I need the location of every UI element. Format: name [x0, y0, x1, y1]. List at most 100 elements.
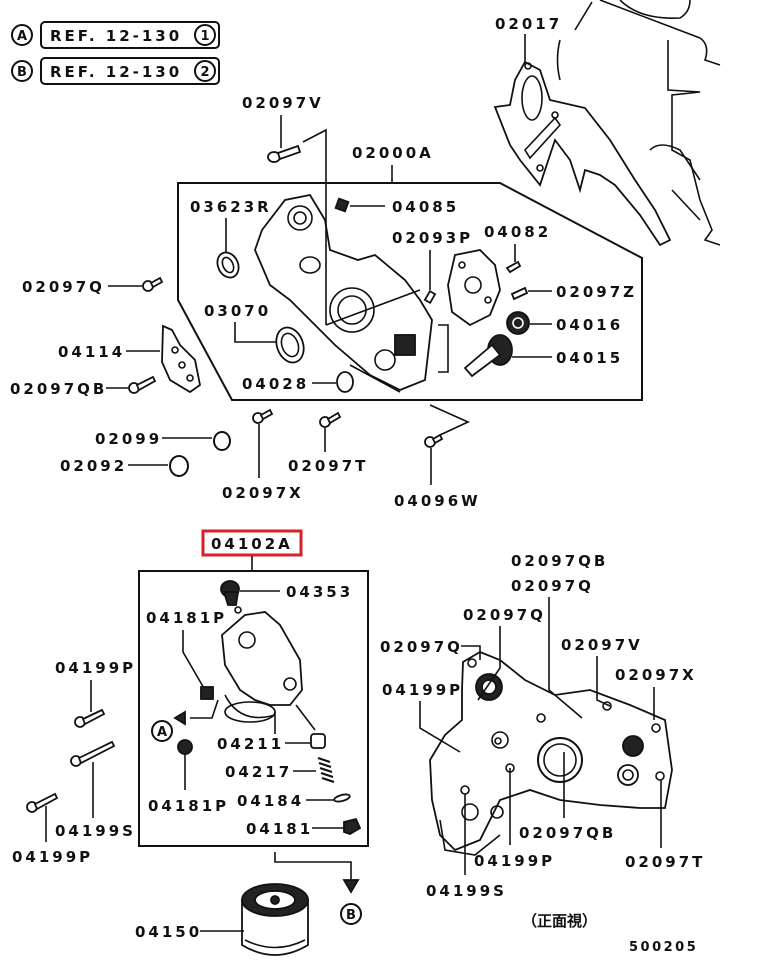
gasket-02092[interactable] [169, 455, 189, 477]
gear-shaft-04015[interactable] [463, 334, 513, 378]
label-04114: 04114 [58, 343, 125, 361]
marker-a-pump[interactable]: A [157, 725, 167, 740]
seal-03070[interactable] [272, 324, 309, 367]
label-04199S: 04199S [55, 822, 136, 840]
label-fv-02097X: 02097X [615, 666, 697, 684]
front-case-02000A[interactable] [254, 185, 433, 393]
oil-filter-04150[interactable] [241, 883, 309, 956]
label-fv-02097Q-b: 02097Q [463, 606, 546, 624]
label-04102A[interactable]: 04102A [211, 535, 293, 553]
label-04181P-bot: 04181P [148, 797, 229, 815]
label-04096W: 04096W [394, 492, 481, 510]
label-fv-02097QB-top: 02097QB [511, 552, 608, 570]
reference-b-box [40, 57, 220, 85]
bolt-02097QB[interactable] [128, 375, 157, 394]
plunger-04211[interactable] [310, 733, 326, 749]
assembly-02000A-frame [177, 182, 643, 401]
figure-number: 500205 [629, 940, 698, 955]
leader-fv-02097Q-c [461, 645, 481, 660]
label-03070: 03070 [204, 302, 271, 320]
plug-04181[interactable] [343, 817, 362, 835]
label-04217: 04217 [225, 763, 292, 781]
spring-04217[interactable] [317, 757, 335, 783]
arrow-to-a-icon [173, 710, 186, 726]
reference-b[interactable]: B REF. 12-130 2 [11, 57, 220, 85]
plug-04181P-bot[interactable] [177, 739, 193, 755]
label-02092: 02092 [60, 457, 127, 475]
seal-03623R[interactable] [213, 249, 242, 281]
bolt-04096W[interactable] [424, 433, 444, 448]
bolt-02097Q[interactable] [142, 276, 164, 292]
label-fv-04199P-bot: 04199P [474, 852, 555, 870]
pin-02093P[interactable] [423, 289, 437, 305]
label-fv-02097QB-bot: 02097QB [519, 824, 616, 842]
reference-a-box [40, 21, 220, 49]
label-fv-02097V: 02097V [561, 636, 643, 654]
label-04028: 04028 [242, 375, 309, 393]
bolt-02097V[interactable] [267, 144, 302, 163]
front-view-caption: （正面視） [522, 912, 597, 930]
front-case-front-view[interactable] [429, 651, 673, 856]
arrow-to-b-line [274, 852, 352, 880]
ring-02099[interactable] [213, 431, 231, 451]
reference-b-num-circle [194, 60, 216, 82]
plug-04181P-top[interactable] [200, 686, 214, 700]
leader-fv-04199P-left [419, 701, 461, 753]
label-02017: 02017 [495, 15, 562, 33]
reference-a-num: 1 [200, 29, 209, 44]
part-02017-gasket[interactable] [493, 60, 672, 247]
bolt-02097X[interactable] [252, 408, 274, 424]
label-02097QB-left: 02097QB [10, 380, 107, 398]
oil-pump-body[interactable] [221, 611, 316, 731]
screw-04082[interactable] [505, 260, 522, 274]
bracket-gears [438, 324, 449, 373]
arrow-to-a-line [190, 699, 219, 719]
engine-block-outline [556, 0, 721, 246]
reference-a[interactable]: A REF. 12-130 1 [11, 21, 220, 49]
reference-b-text: REF. 12-130 [50, 63, 182, 81]
arrow-to-b-icon [342, 879, 360, 894]
pump-cover-plate[interactable] [447, 249, 501, 327]
label-04211: 04211 [217, 735, 284, 753]
leader-03070 [234, 322, 278, 343]
label-02097X: 02097X [222, 484, 304, 502]
label-04199P-top: 04199P [55, 659, 136, 677]
label-02097Q-left: 02097Q [22, 278, 105, 296]
label-04199P-bot: 04199P [12, 848, 93, 866]
label-fv-02097Q-c: 02097Q [380, 638, 463, 656]
sender-04353[interactable] [220, 580, 242, 614]
label-03623R: 03623R [190, 198, 272, 216]
label-02097Z: 02097Z [556, 283, 637, 301]
bolt-04199S[interactable] [70, 740, 116, 767]
label-fv-04199P-left: 04199P [382, 681, 463, 699]
bolt-02097Z[interactable] [510, 286, 529, 301]
marker-b-pump[interactable]: B [346, 908, 356, 923]
label-04184: 04184 [237, 792, 304, 810]
label-04353: 04353 [286, 583, 353, 601]
bolt-02097T[interactable] [319, 411, 342, 428]
label-04150: 04150 [135, 923, 202, 941]
marker-b-pump-circle [340, 903, 362, 925]
leader-04181P-top [182, 630, 206, 691]
reference-a-num-circle [194, 24, 216, 46]
plug-04085[interactable] [334, 197, 350, 213]
gasket-04184[interactable] [333, 793, 351, 803]
label-04181: 04181 [246, 820, 313, 838]
gear-04016[interactable] [506, 311, 530, 335]
label-fv-02097Q-a: 02097Q [511, 577, 594, 595]
plate-04114[interactable] [161, 324, 201, 394]
seal-04028[interactable] [336, 371, 354, 393]
label-fv-02097T: 02097T [625, 853, 705, 871]
leader-fv-02097Q-a [548, 597, 583, 719]
leader-fv-02097V [596, 656, 611, 707]
label-02000A: 02000A [352, 144, 434, 162]
label-04082: 04082 [484, 223, 551, 241]
label-02097V-top: 02097V [242, 94, 324, 112]
highlight-04102A [201, 529, 303, 557]
bolt-04199P-top[interactable] [74, 708, 106, 728]
label-04181P-top: 04181P [146, 609, 227, 627]
bolt-04199P-bot[interactable] [26, 792, 59, 813]
assembly-04102A-frame [138, 570, 369, 847]
marker-b-letter: B [17, 65, 27, 80]
